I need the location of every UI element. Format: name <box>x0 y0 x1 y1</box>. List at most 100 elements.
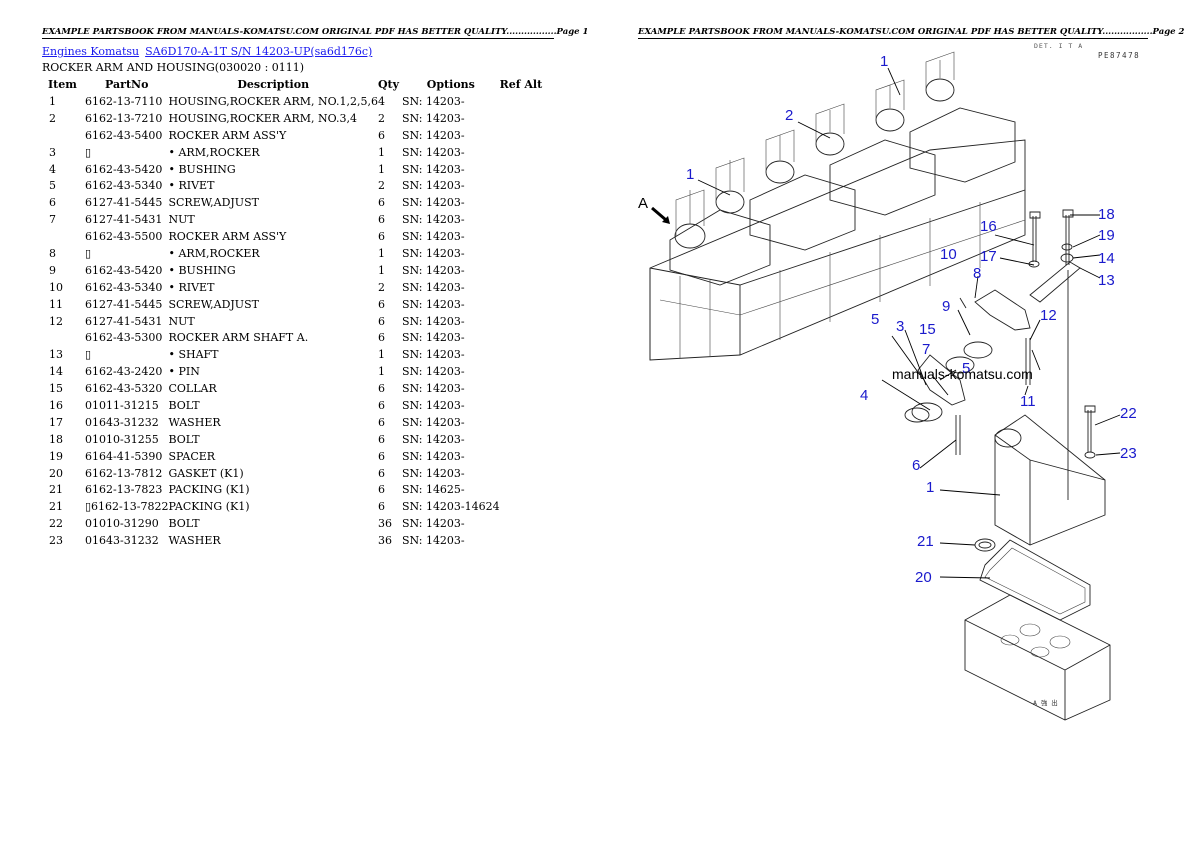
cell-item: 17 <box>49 415 63 429</box>
column-header-qty: Qty <box>377 77 400 91</box>
cell-qty: 6 <box>377 432 385 446</box>
cell-partno: 6162-43-5420 <box>85 162 163 176</box>
cell-description: • RIVET <box>168 179 215 193</box>
cell-description: HOUSING,ROCKER ARM, NO.1,2,5,6 <box>168 94 378 108</box>
callout-label: 4 <box>860 387 868 404</box>
cell-options: SN: 14203- <box>401 398 465 412</box>
callout-label: 21 <box>917 533 934 550</box>
leader-lines <box>697 67 1121 579</box>
cell-item: 23 <box>49 534 63 548</box>
cell-item: 2 <box>49 111 56 125</box>
callout-label: 15 <box>919 321 936 338</box>
cell-options: SN: 14203- <box>401 432 465 446</box>
cell-partno: 6162-43-5320 <box>85 382 163 396</box>
cell-ref-alt <box>500 211 560 228</box>
cell-partno: 6162-13-7210 <box>85 111 163 125</box>
cell-qty: 6 <box>377 398 385 412</box>
cell-item <box>42 228 85 245</box>
cell-qty: 6 <box>377 415 385 429</box>
cell-description: • ARM,ROCKER <box>168 246 260 260</box>
cell-item: 11 <box>49 297 63 311</box>
cell-ref-alt <box>500 481 560 498</box>
cell-qty: 1 <box>377 246 385 260</box>
cell-qty: 1 <box>377 348 385 362</box>
cell-partno: 01010-31290 <box>85 517 159 531</box>
cell-partno: 01010-31255 <box>85 432 159 446</box>
cell-options: SN: 14203- <box>401 314 465 328</box>
cell-item <box>42 329 85 346</box>
cell-partno: 6162-13-7812 <box>85 466 163 480</box>
cell-description: ROCKER ARM SHAFT A. <box>168 331 309 345</box>
breadcrumb-link-model[interactable]: SA6D170-A-1T S/N 14203-UP(sa6d176c) <box>145 45 373 58</box>
cell-description: NUT <box>168 213 195 227</box>
callout-label: 3 <box>896 318 904 335</box>
cell-qty: 1 <box>377 162 385 176</box>
cell-description: GASKET (K1) <box>168 466 244 480</box>
cell-ref-alt <box>500 161 560 178</box>
cell-partno: 6162-43-5340 <box>85 280 163 294</box>
callout-label: 17 <box>980 248 997 265</box>
cell-options: SN: 14203- <box>401 331 465 345</box>
sheet-id-small: DET. I T A <box>1034 42 1084 50</box>
callout-label: 6 <box>912 457 920 474</box>
cell-options: SN: 14203- <box>401 348 465 362</box>
cell-description: • ARM,ROCKER <box>168 145 260 159</box>
view-label: A <box>638 195 648 212</box>
cell-description: • SHAFT <box>168 348 219 362</box>
cell-partno: 6127-41-5445 <box>85 196 163 210</box>
cell-options: SN: 14203- <box>401 128 465 142</box>
cell-item: 18 <box>49 432 63 446</box>
cell-options: SN: 14203- <box>401 534 465 548</box>
exploded-parts-diagram: A 1 2 1 3 4 5 5 6 7 8 9 10 11 12 13 14 1… <box>638 51 1137 721</box>
callout-label: 18 <box>1098 206 1115 223</box>
cell-partno: 6127-41-5431 <box>85 314 163 328</box>
cell-description: PACKING (K1) <box>168 500 250 514</box>
cell-ref-alt <box>500 498 560 515</box>
cell-ref-alt <box>500 431 560 448</box>
cell-description: ROCKER ARM ASS'Y <box>168 128 287 142</box>
cell-description: COLLAR <box>168 382 217 396</box>
cell-ref-alt <box>500 380 560 397</box>
breadcrumb: Engines Komatsu SA6D170-A-1T S/N 14203-UP… <box>42 45 372 58</box>
callout-label: 9 <box>942 298 950 315</box>
section-title: ROCKER ARM AND HOUSING(030020 : 0111) <box>42 61 305 74</box>
breadcrumb-link-engines[interactable]: Engines Komatsu <box>42 45 140 58</box>
cell-options: SN: 14203- <box>401 145 465 159</box>
callout-label: 16 <box>980 218 997 235</box>
cell-options: SN: 14203-14624 <box>401 500 500 514</box>
cell-ref-alt <box>500 397 560 414</box>
cell-description: • BUSHING <box>168 162 236 176</box>
cell-item: 15 <box>49 382 63 396</box>
callout-label: 7 <box>922 341 930 358</box>
watermark-text: manuals-komatsu.com <box>892 366 1033 382</box>
callout-label: 1 <box>686 166 694 183</box>
cell-partno: ▯ <box>85 348 92 362</box>
cell-partno: 6162-43-5340 <box>85 179 163 193</box>
cell-ref-alt <box>500 228 560 245</box>
table-header-row: Item PartNo Description Qty Options Ref … <box>42 75 560 93</box>
cell-partno: 01643-31232 <box>85 415 159 429</box>
cell-options: SN: 14203- <box>401 94 465 108</box>
cell-qty: 36 <box>377 534 392 548</box>
cell-qty: 6 <box>377 483 385 497</box>
cell-options: SN: 14203- <box>401 263 465 277</box>
cell-qty: 6 <box>377 314 385 328</box>
cell-qty: 2 <box>377 280 385 294</box>
callout-label: 22 <box>1120 405 1137 422</box>
callout-label: 23 <box>1120 445 1137 462</box>
callout-label: 2 <box>785 107 793 124</box>
cell-partno: 01011-31215 <box>85 398 159 412</box>
cell-qty: 6 <box>377 500 385 514</box>
cell-options: SN: 14203- <box>401 179 465 193</box>
cell-options: SN: 14203- <box>401 382 465 396</box>
sheet-id: PE87478 <box>1098 51 1141 60</box>
